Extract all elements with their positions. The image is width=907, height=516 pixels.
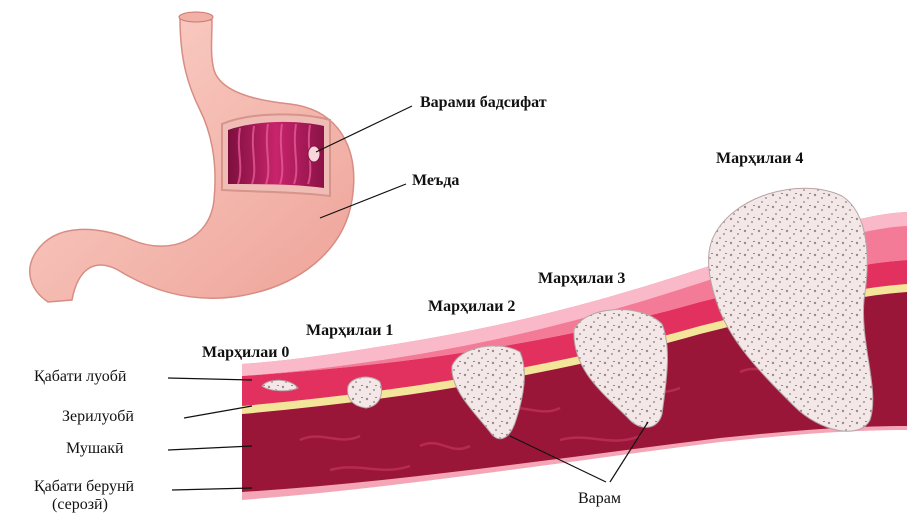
esophagus-opening: [179, 12, 213, 22]
layer-leader-lines: [168, 378, 252, 490]
muscle-label: Мушакӣ: [66, 440, 124, 458]
stage-4-label: Марҳилаи 4: [716, 150, 803, 168]
muscle-leader: [168, 446, 252, 450]
mucosa-label: Қабати луобӣ: [34, 368, 126, 386]
stage-3-label: Марҳилаи 3: [538, 270, 625, 288]
serosa-leader: [172, 488, 252, 490]
serosa-label-line2: (серозӣ): [52, 496, 108, 514]
stomach-label: Меъда: [412, 172, 459, 190]
stage-0-label: Марҳилаи 0: [202, 344, 289, 362]
submucosa-leader: [184, 406, 252, 418]
serosa-label-line1: Қабати берунӣ: [34, 478, 134, 496]
stage-2-label: Марҳилаи 2: [428, 298, 515, 316]
stage-1-label: Марҳилаи 1: [306, 322, 393, 340]
mucosa-leader: [168, 378, 252, 380]
stomach-illustration: [30, 12, 412, 302]
tumor-label: Варам: [578, 490, 621, 508]
malignant-tumor-label: Варами бадсифат: [420, 94, 547, 112]
submucosa-label: Зерилуобӣ: [62, 408, 134, 426]
small-tumor: [308, 146, 320, 162]
